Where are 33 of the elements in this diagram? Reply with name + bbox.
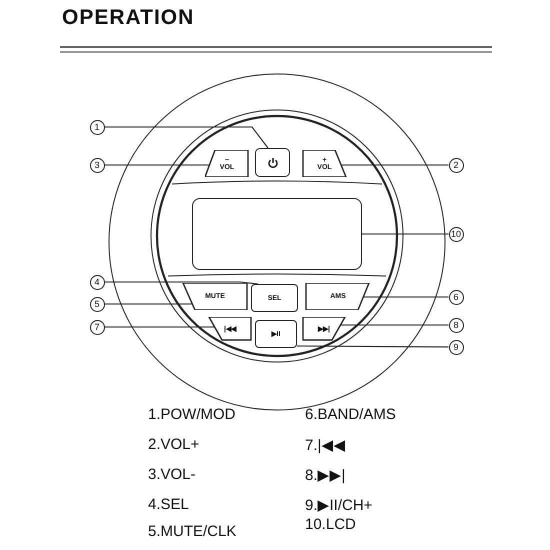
- callout-number: 6: [448, 290, 464, 304]
- leader-line: [341, 164, 448, 166]
- leader-line: [297, 345, 448, 348]
- leader-line: [104, 126, 268, 148]
- key-item: 9.▶II/CH+: [305, 496, 372, 514]
- key-item: 4.SEL: [148, 496, 189, 513]
- heading: OPERATION: [62, 6, 194, 30]
- key-item: 5.MUTE/CLK: [148, 523, 236, 540]
- key-item: 1.POW/MOD: [148, 406, 236, 423]
- callout-number: 5: [90, 296, 104, 312]
- callout-number: 7: [90, 320, 104, 334]
- key-item: 10.LCD: [305, 516, 356, 533]
- lcd-screen: [192, 198, 362, 270]
- leader-line: [104, 281, 258, 285]
- callout-number: 4: [90, 274, 104, 290]
- leader-line: [341, 324, 448, 326]
- callout-number: 8: [448, 318, 464, 332]
- key-item: 7.|◀◀: [305, 436, 346, 454]
- callout-number: 10: [448, 226, 464, 242]
- key-item: 6.BAND/AMS: [305, 406, 396, 423]
- power-button: [255, 148, 290, 177]
- callout-number: 2: [448, 158, 464, 172]
- leader-line: [104, 164, 211, 166]
- callout-number: 3: [90, 158, 104, 172]
- key-item: 8.▶▶|: [305, 466, 346, 484]
- callout-number: 1: [90, 120, 104, 134]
- key-item: 2.VOL+: [148, 436, 200, 453]
- callout-number: 9: [448, 340, 464, 354]
- leader-line: [362, 296, 448, 298]
- leader-line: [104, 303, 192, 305]
- leader-line: [362, 233, 448, 235]
- leader-line: [104, 326, 214, 328]
- key-item: 3.VOL-: [148, 466, 196, 483]
